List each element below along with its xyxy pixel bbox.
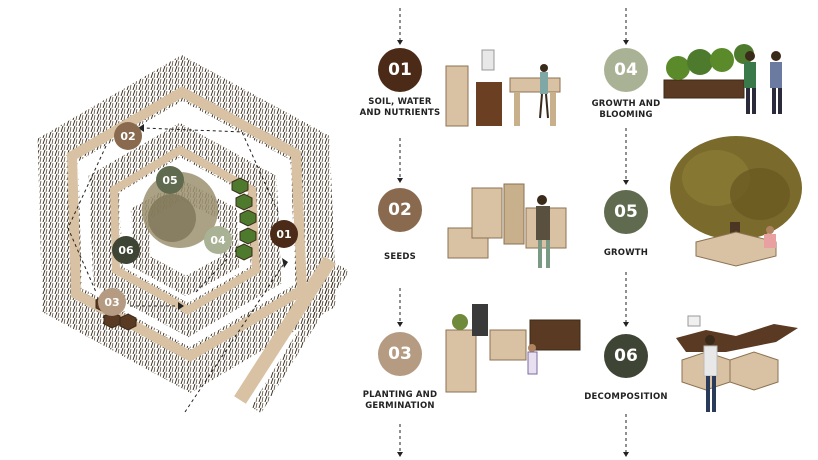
map-badge-02: 02 <box>114 122 142 150</box>
stage-label-03-line2: GERMINATION <box>365 401 435 411</box>
vignette-04-blooming <box>663 44 782 114</box>
middle-grass-ring <box>88 122 282 338</box>
stage-label-02-line1: SEEDS <box>384 252 416 262</box>
map-badge-03: 03 <box>98 288 126 316</box>
map-badge-06: 06 <box>112 236 140 264</box>
vignette-01-planters <box>445 49 561 127</box>
entry-path <box>234 256 336 404</box>
stage-badge-03: 03 <box>378 332 422 376</box>
entry-grass <box>250 264 350 414</box>
stage-label-06-line1: DECOMPOSITION <box>584 392 668 402</box>
stage-label-01: SOIL, WATER AND NUTRIENTS <box>340 97 460 119</box>
stage-label-06: DECOMPOSITION <box>566 392 686 403</box>
stage-label-05: GROWTH <box>566 248 686 259</box>
stage-label-03: PLANTING AND GERMINATION <box>340 390 460 412</box>
map-badge-04: 04 <box>204 226 232 254</box>
vignette-06-decomposition <box>676 315 798 412</box>
outer-wood-path <box>66 86 308 362</box>
middle-wood-path <box>109 145 261 315</box>
stage-label-02: SEEDS <box>340 252 460 263</box>
site-plan <box>37 55 350 414</box>
inner-grass-ring <box>130 179 240 297</box>
green-planters <box>231 177 257 261</box>
central-tree-shade <box>148 194 196 242</box>
stage-badge-05: 05 <box>604 190 648 234</box>
stage-label-03-line1: PLANTING AND <box>362 390 438 400</box>
stage-label-04: GROWTH AND BLOOMING <box>566 99 686 121</box>
stage-label-05-line1: GROWTH <box>603 248 649 258</box>
stage-badge-01: 01 <box>378 48 422 92</box>
stage-label-01-line1: SOIL, WATER <box>368 97 432 107</box>
map-badge-01: 01 <box>270 220 298 248</box>
vignette-03-germination <box>445 304 581 393</box>
stage-badge-02: 02 <box>378 188 422 232</box>
stage-badge-06: 06 <box>604 334 648 378</box>
vignette-05-tree <box>670 136 802 267</box>
stage-label-04-line1: GROWTH AND <box>591 99 661 109</box>
flow-arrowheads <box>138 124 288 310</box>
map-badge-05: 05 <box>156 166 184 194</box>
stage-badge-04: 04 <box>604 48 648 92</box>
outer-grass-ring <box>37 55 337 394</box>
stage-label-04-line2: BLOOMING <box>599 110 653 120</box>
vignette-02-seed-station <box>447 183 567 268</box>
stage-label-01-line2: AND NUTRIENTS <box>359 108 441 118</box>
